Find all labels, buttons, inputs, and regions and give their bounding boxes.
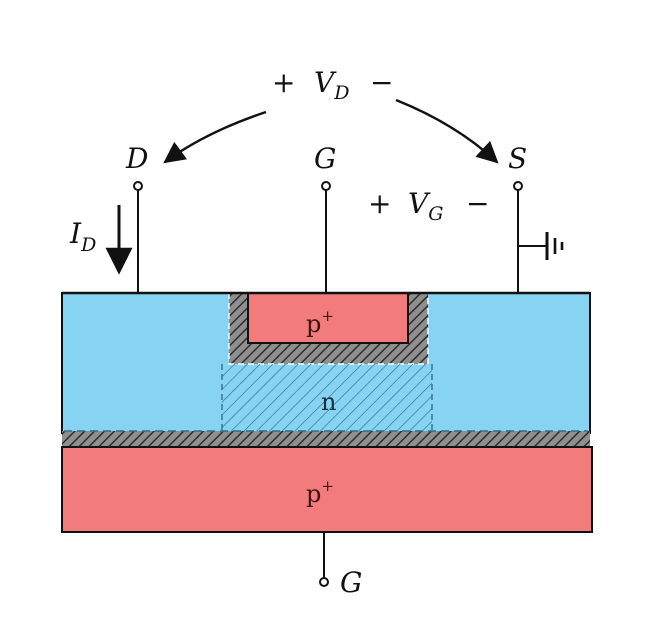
bottom-depletion [62,431,590,447]
vg-label: + VG − [368,187,489,225]
top-gate-terminal-label: G [314,142,336,175]
source-label: S [508,142,527,175]
source-terminal[interactable] [513,181,523,191]
substrate-label: p+ [306,477,334,508]
vd-arrow-to-drain [163,110,267,164]
top-gate-label: p+ [306,307,334,338]
bottom-gate-label: G [340,566,362,599]
svg-text:+: + [272,66,295,99]
channel-hatch [222,364,432,431]
svg-text:−: − [466,187,489,220]
substrate-p-region [61,446,593,533]
svg-text:VD: VD [314,66,349,104]
top-gate-terminal[interactable] [321,181,331,191]
bottom-gate-terminal[interactable] [319,577,329,587]
id-label: ID [69,217,96,256]
svg-text:VG: VG [408,187,443,225]
channel-label: n [321,388,336,416]
ground-icon [518,232,564,260]
vd-label: + VD − [272,66,393,104]
svg-text:ID: ID [69,217,96,256]
drain-label: D [125,142,148,175]
svg-text:+: + [368,187,391,220]
top-gate-p-region [247,292,409,344]
svg-text:−: − [370,66,393,99]
vd-arrow-to-source [395,98,499,164]
drain-terminal[interactable] [133,181,143,191]
